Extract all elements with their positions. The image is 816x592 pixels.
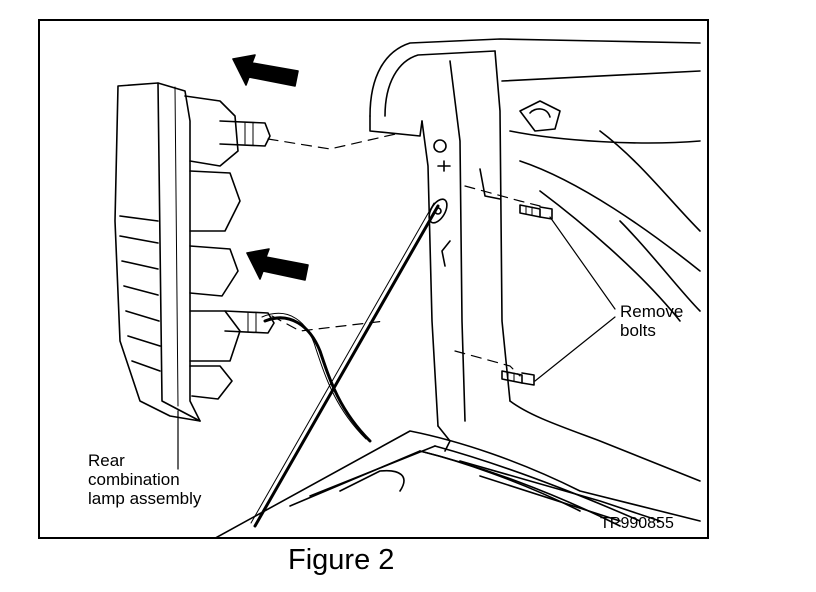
bolts-label: Remove bolts <box>620 302 683 340</box>
rear-combination-lamp <box>114 82 372 443</box>
lamp-label-line-2: combination <box>88 470 180 489</box>
arrow-upper <box>232 54 299 87</box>
reference-code: TP990855 <box>600 515 674 532</box>
bolts-label-line-1: Remove <box>620 302 684 321</box>
bed-side-panel <box>369 38 701 482</box>
lamp-label-line-3: lamp assembly <box>88 489 202 508</box>
diagram-frame: Rear combination lamp assembly Remove bo… <box>38 19 709 539</box>
arrow-lower <box>246 248 309 281</box>
bed-floor <box>215 430 701 537</box>
figure-caption: Figure 2 <box>288 544 395 576</box>
dashed-leaders <box>267 132 541 377</box>
tailgate-cable <box>250 139 451 528</box>
bolt-upper <box>519 204 553 220</box>
bolts-label-line-2: bolts <box>620 321 656 340</box>
lamp-label-line-1: Rear <box>88 451 125 470</box>
lamp-label: Rear combination lamp assembly <box>88 451 201 508</box>
bolts-leader-lines <box>534 216 616 382</box>
lamp-removal-illustration <box>114 38 701 537</box>
bolt-lower <box>501 370 535 386</box>
